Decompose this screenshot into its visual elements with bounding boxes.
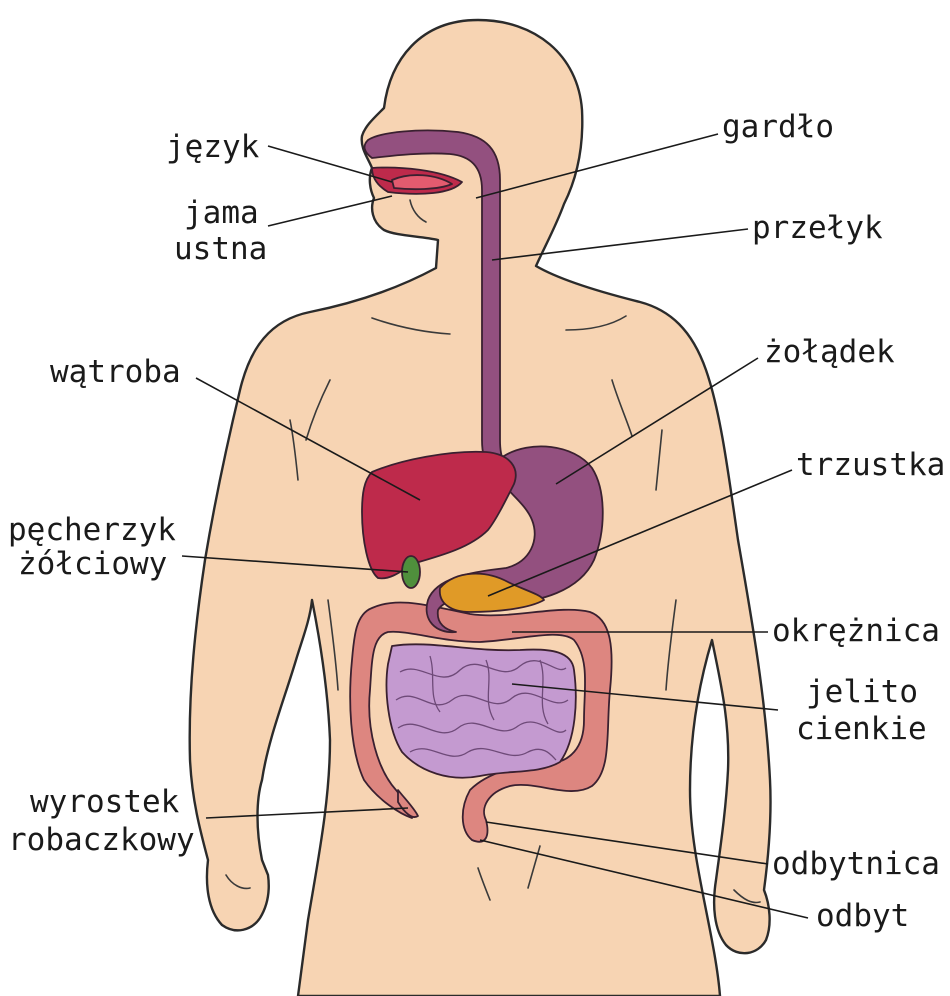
label-liver: wątroba: [50, 354, 181, 390]
label-mouth-line1: jama: [184, 195, 259, 231]
label-rectum: odbytnica: [772, 846, 940, 882]
label-appendix-line1: wyrostek: [30, 784, 180, 820]
label-gallbladder-line2: żółciowy: [18, 546, 167, 582]
label-small-intestine-line2: cienkie: [796, 711, 927, 747]
label-appendix-line2: robaczkowy: [8, 822, 195, 858]
label-gallbladder-line1: pęcherzyk: [8, 512, 176, 548]
label-pharynx: gardło: [722, 109, 834, 145]
label-colon: okrężnica: [772, 613, 940, 649]
label-mouth-line2: ustna: [174, 231, 267, 267]
label-small-intestine-line1: jelito: [806, 674, 918, 710]
label-tongue: język: [166, 129, 260, 165]
label-esophagus: przełyk: [752, 210, 883, 246]
label-anus: odbyt: [816, 898, 909, 934]
label-pancreas: trzustka: [796, 447, 945, 483]
label-stomach: żołądek: [764, 334, 895, 370]
